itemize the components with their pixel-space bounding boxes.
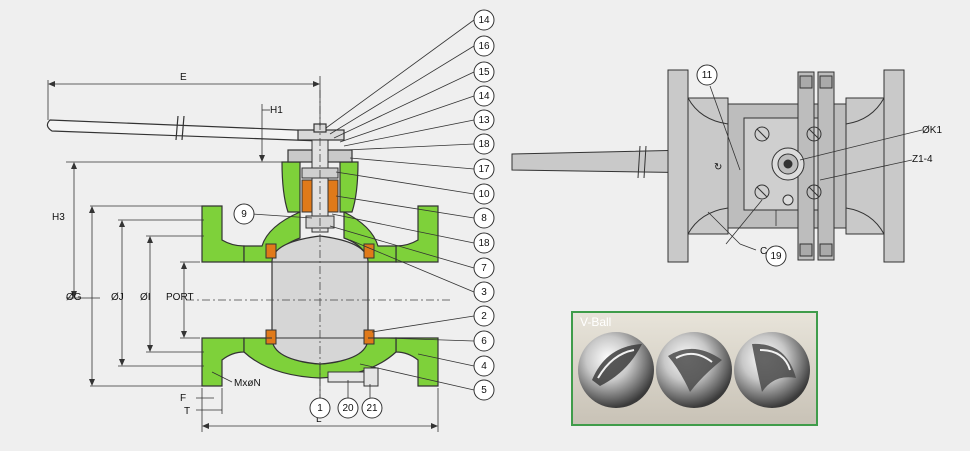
callout-9: 9	[233, 203, 255, 225]
callout-7: 7	[473, 257, 495, 279]
dimension-lines	[47, 76, 439, 432]
dim-l: L	[316, 414, 322, 425]
callout-4: 4	[473, 355, 495, 377]
left-flange	[201, 205, 245, 387]
dim-m: MxøN	[234, 378, 261, 389]
callouts-other: 9 1 20 21	[233, 203, 383, 419]
vball-sphere-1	[578, 332, 654, 408]
vball-sphere-2	[656, 332, 732, 408]
svg-text:18: 18	[478, 139, 490, 150]
callout-14: 14	[473, 85, 495, 107]
svg-text:7: 7	[481, 263, 487, 274]
dim-c: C	[760, 246, 767, 257]
svg-text:19: 19	[770, 251, 782, 262]
handle-lever	[46, 115, 345, 142]
callout-19: 19	[765, 245, 787, 267]
callout-2: 2	[473, 305, 495, 327]
svg-text:10: 10	[478, 189, 490, 200]
rotation-marker: ↻	[714, 162, 722, 173]
callout-15: 15	[473, 61, 495, 83]
callout-17: 17	[473, 158, 495, 180]
section-view: E H1 H3 ØG ØJ ØI PORT MxøN F T L	[46, 9, 495, 432]
top-view: ↻	[511, 69, 923, 263]
callouts-right: 14 16 15 14 13 18 17 10 8 18 7 3 2 6 4 5	[473, 9, 495, 401]
callout-14-top: 14	[473, 9, 495, 31]
vball-panel: V-Ball	[571, 311, 818, 426]
svg-text:14: 14	[478, 91, 490, 102]
svg-text:9: 9	[241, 209, 247, 220]
svg-text:17: 17	[478, 164, 490, 175]
svg-text:4: 4	[481, 361, 487, 372]
dim-j: ØJ	[111, 292, 124, 303]
vball-label: V-Ball	[580, 315, 611, 329]
dim-k1: ØK1	[922, 125, 942, 136]
svg-text:1: 1	[317, 403, 323, 414]
svg-text:13: 13	[478, 115, 490, 126]
svg-text:18: 18	[478, 238, 490, 249]
callout-21: 21	[361, 397, 383, 419]
svg-text:15: 15	[478, 67, 490, 78]
dim-h1: H1	[270, 105, 283, 116]
dim-t: T	[184, 406, 190, 417]
dim-g: ØG	[66, 292, 82, 303]
centerlines	[186, 90, 450, 402]
callout-1: 1	[309, 397, 331, 419]
callout-13: 13	[473, 109, 495, 131]
callout-6: 6	[473, 330, 495, 352]
svg-text:16: 16	[478, 41, 490, 52]
svg-text:2: 2	[481, 311, 487, 322]
seats	[265, 243, 375, 345]
callout-3: 3	[473, 281, 495, 303]
callout-16: 16	[473, 35, 495, 57]
right-flange	[395, 205, 439, 387]
topview-labels: 11 19 ØK1 Z1-4 C	[696, 64, 942, 267]
callout-20: 20	[337, 397, 359, 419]
dim-h3: H3	[52, 212, 65, 223]
svg-text:3: 3	[481, 287, 487, 298]
dim-i: ØI	[140, 292, 151, 303]
callout-11: 11	[696, 64, 718, 86]
callout-8: 8	[473, 207, 495, 229]
callout-leaders	[251, 19, 475, 398]
svg-text:21: 21	[366, 403, 378, 414]
dimension-labels: E H1 H3 ØG ØJ ØI PORT MxøN F T L	[52, 72, 322, 425]
svg-text:20: 20	[342, 403, 354, 414]
callout-10: 10	[473, 183, 495, 205]
vball-sphere-3	[734, 332, 810, 408]
callout-18: 18	[473, 232, 495, 254]
svg-text:11: 11	[702, 70, 713, 81]
svg-text:8: 8	[481, 213, 487, 224]
callout-5: 5	[473, 379, 495, 401]
callout-18-top: 18	[473, 133, 495, 155]
dim-e: E	[180, 72, 187, 83]
dimension-arrows	[48, 81, 438, 429]
dim-z: Z1-4	[912, 154, 933, 165]
dim-f: F	[180, 393, 186, 404]
dim-port: PORT	[166, 292, 194, 303]
svg-text:6: 6	[481, 336, 487, 347]
svg-text:14: 14	[478, 15, 490, 26]
svg-text:5: 5	[481, 385, 487, 396]
